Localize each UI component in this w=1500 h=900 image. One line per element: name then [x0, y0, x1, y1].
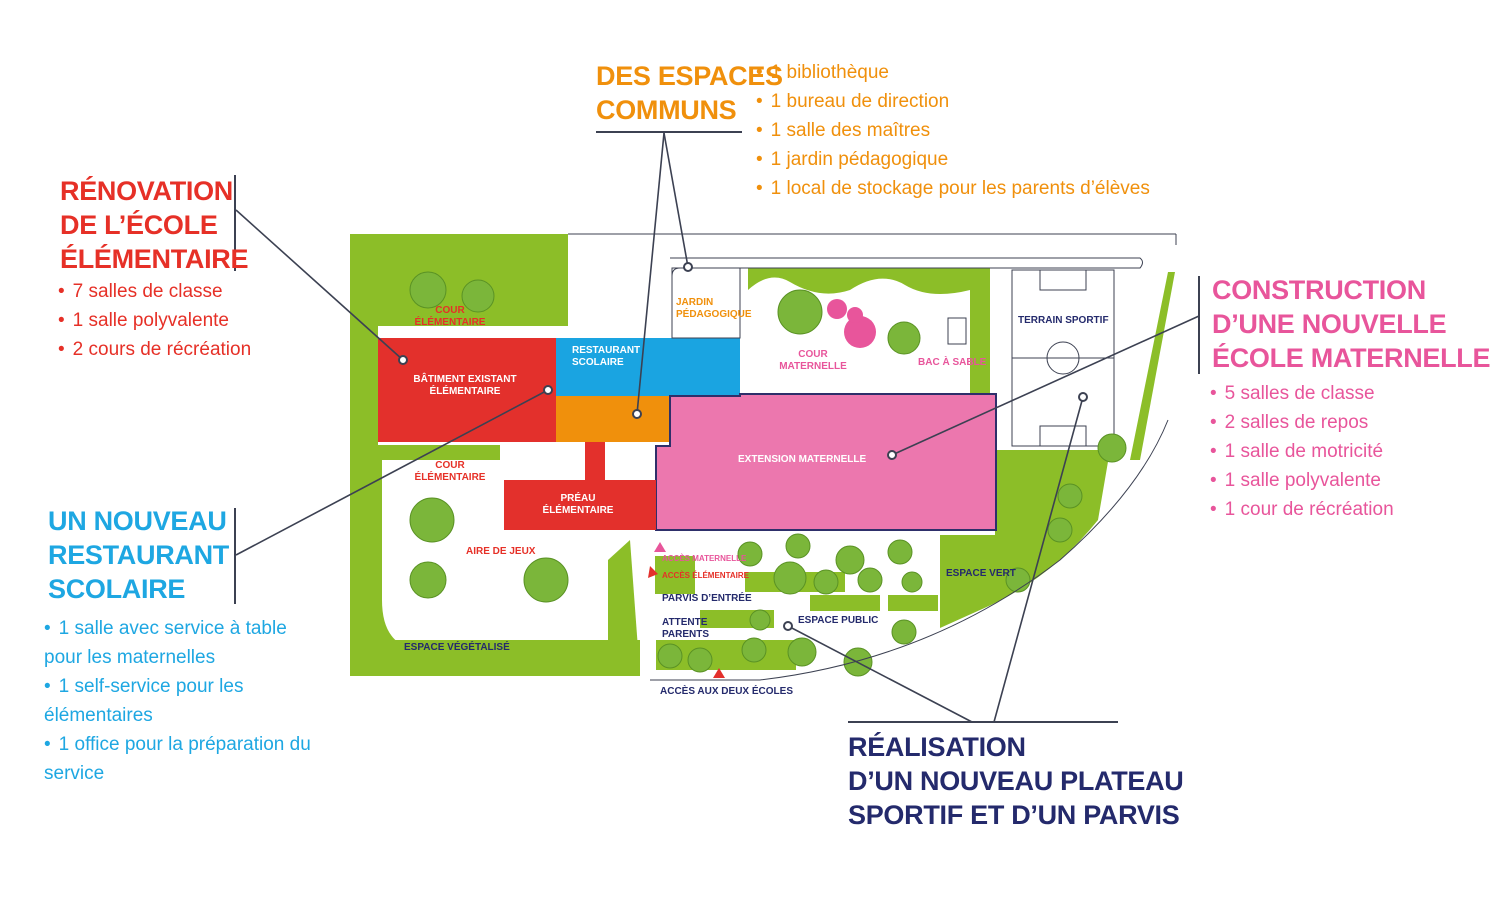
list-item: 1 jardin pédagogique: [756, 145, 1150, 174]
realisation-title: RÉALISATION D’UN NOUVEAU PLATEAU SPORTIF…: [848, 730, 1184, 832]
label-line: PRÉAU: [560, 493, 596, 504]
label-line: COUR: [798, 349, 828, 360]
extension-block: [655, 393, 997, 531]
renovation-list: 7 salles de classe 1 salle polyvalente 2…: [58, 277, 252, 364]
sports-field: [1011, 269, 1115, 447]
renovation-title: RÉNOVATION DE L’ÉCOLE ÉLÉMENTAIRE: [60, 174, 249, 276]
label-extension: EXTENSION MATERNELLE: [738, 454, 867, 465]
espaces-list: 1 bibliothèque 1 bureau de direction 1 s…: [756, 58, 1150, 203]
label-acces-elementaire: ACCÈS ÉLÉMENTAIRE: [662, 571, 749, 580]
label-attente: ATTENTE PARENTS: [662, 617, 709, 641]
divider-renovation: [234, 175, 236, 271]
title-line: UN NOUVEAU: [48, 506, 227, 536]
label-line: PÉDAGOGIQUE: [676, 309, 752, 320]
list-item: 5 salles de classe: [1210, 379, 1394, 408]
label-line: PARENTS: [662, 629, 710, 640]
title-line: CONSTRUCTION: [1212, 275, 1426, 305]
label-cour-elementaire-mid: COUR ÉLÉMENTAIRE: [412, 460, 488, 484]
label-espace-vegetalise: ESPACE VÉGÉTALISÉ: [404, 642, 510, 653]
label-parvis: PARVIS D’ENTRÉE: [662, 593, 752, 604]
list-item: 1 bibliothèque: [756, 58, 1150, 87]
label-aire-jeux: AIRE DE JEUX: [466, 546, 536, 557]
title-line: SCOLAIRE: [48, 574, 186, 604]
label-acces-maternelle: ACCÈS MATERNELLE: [662, 554, 747, 563]
title-line: DE L’ÉCOLE: [60, 210, 218, 240]
divider-realisation: [848, 721, 1118, 723]
label-preau: PRÉAU ÉLÉMENTAIRE: [540, 493, 616, 517]
list-item: 1 self-service pour les élémentaires: [44, 672, 324, 730]
list-item: 1 bureau de direction: [756, 87, 1150, 116]
list-item: 2 cours de récréation: [58, 335, 252, 364]
title-line: DES ESPACES: [596, 61, 783, 91]
label-line: ÉLÉMENTAIRE: [429, 386, 501, 397]
label-line: ÉLÉMENTAIRE: [542, 505, 614, 516]
list-item: 1 office pour la préparation du service: [44, 730, 324, 788]
label-line: BÂTIMENT EXISTANT: [413, 374, 517, 385]
label-line: ÉLÉMENTAIRE: [414, 472, 486, 483]
title-line: RÉNOVATION: [60, 176, 234, 206]
list-item: 2 salles de repos: [1210, 408, 1394, 437]
restaurant-block: [556, 338, 740, 396]
label-cour-maternelle: COUR MATERNELLE: [778, 349, 848, 373]
list-item: 1 salle polyvalente: [58, 306, 251, 335]
access-triangles: [648, 542, 725, 678]
callout-lines: [235, 132, 1200, 723]
list-item: 1 local de stockage pour les parents d’é…: [756, 174, 1150, 203]
construction-title: CONSTRUCTION D’UNE NOUVELLE ÉCOLE MATERN…: [1212, 273, 1491, 375]
restaurant-title: UN NOUVEAU RESTAURANT SCOLAIRE: [48, 504, 229, 606]
buildings: [378, 267, 997, 531]
label-line: ATTENTE: [662, 617, 708, 628]
preau-block: [504, 442, 656, 530]
list-item: 1 salle polyvalente: [1210, 466, 1394, 495]
label-restaurant: RESTAURANT SCOLAIRE: [572, 345, 640, 369]
title-line: D’UNE NOUVELLE: [1212, 309, 1447, 339]
construction-list: 5 salles de classe 2 salles de repos 1 s…: [1210, 379, 1394, 524]
list-item: 1 cour de récréation: [1210, 495, 1394, 524]
divider-construction: [1198, 276, 1200, 374]
label-espace-public: ESPACE PUBLIC: [798, 615, 879, 626]
title-line: RÉALISATION: [848, 732, 1026, 762]
divider-espaces: [596, 131, 742, 133]
list-item: 1 salle de motricité: [1210, 437, 1394, 466]
label-line: COUR: [435, 305, 465, 316]
label-espace-vert: ESPACE VERT: [946, 568, 1016, 579]
restaurant-list: 1 salle avec service à table pour les ma…: [44, 614, 324, 788]
label-line: JARDIN: [676, 297, 714, 308]
pink-play-circles: [827, 299, 876, 348]
label-batiment: BÂTIMENT EXISTANT ÉLÉMENTAIRE: [400, 374, 530, 398]
common-spaces-block: [556, 396, 670, 442]
title-line: SPORTIF ET D’UN PARVIS: [848, 800, 1180, 830]
title-line: RESTAURANT: [48, 540, 229, 570]
label-terrain: TERRAIN SPORTIF: [1018, 315, 1109, 326]
list-item: 7 salles de classe: [58, 277, 251, 306]
label-cour-elementaire-top: COUR ÉLÉMENTAIRE: [412, 305, 488, 329]
label-line: RESTAURANT: [572, 345, 641, 356]
label-line: COUR: [435, 460, 465, 471]
title-line: ÉCOLE MATERNELLE: [1212, 343, 1491, 373]
list-item: 1 salle avec service à table pour les ma…: [44, 614, 324, 672]
espaces-title: DES ESPACES COMMUNS: [596, 59, 783, 127]
title-line: COMMUNS: [596, 95, 737, 125]
label-jardin: JARDIN PÉDAGOGIQUE: [676, 297, 752, 321]
title-line: ÉLÉMENTAIRE: [60, 244, 249, 274]
trees: [409, 271, 1127, 677]
list-item: 1 salle des maîtres: [756, 116, 1150, 145]
label-bac-sable: BAC À SABLE: [918, 357, 987, 368]
label-acces-deux: ACCÈS AUX DEUX ÉCOLES: [660, 686, 793, 697]
label-line: ÉLÉMENTAIRE: [414, 317, 486, 328]
callout-dots: [398, 262, 1088, 631]
existing-building: [378, 338, 556, 442]
title-line: D’UN NOUVEAU PLATEAU: [848, 766, 1184, 796]
divider-restaurant: [234, 508, 236, 604]
label-line: SCOLAIRE: [572, 357, 624, 368]
label-line: MATERNELLE: [779, 361, 847, 372]
